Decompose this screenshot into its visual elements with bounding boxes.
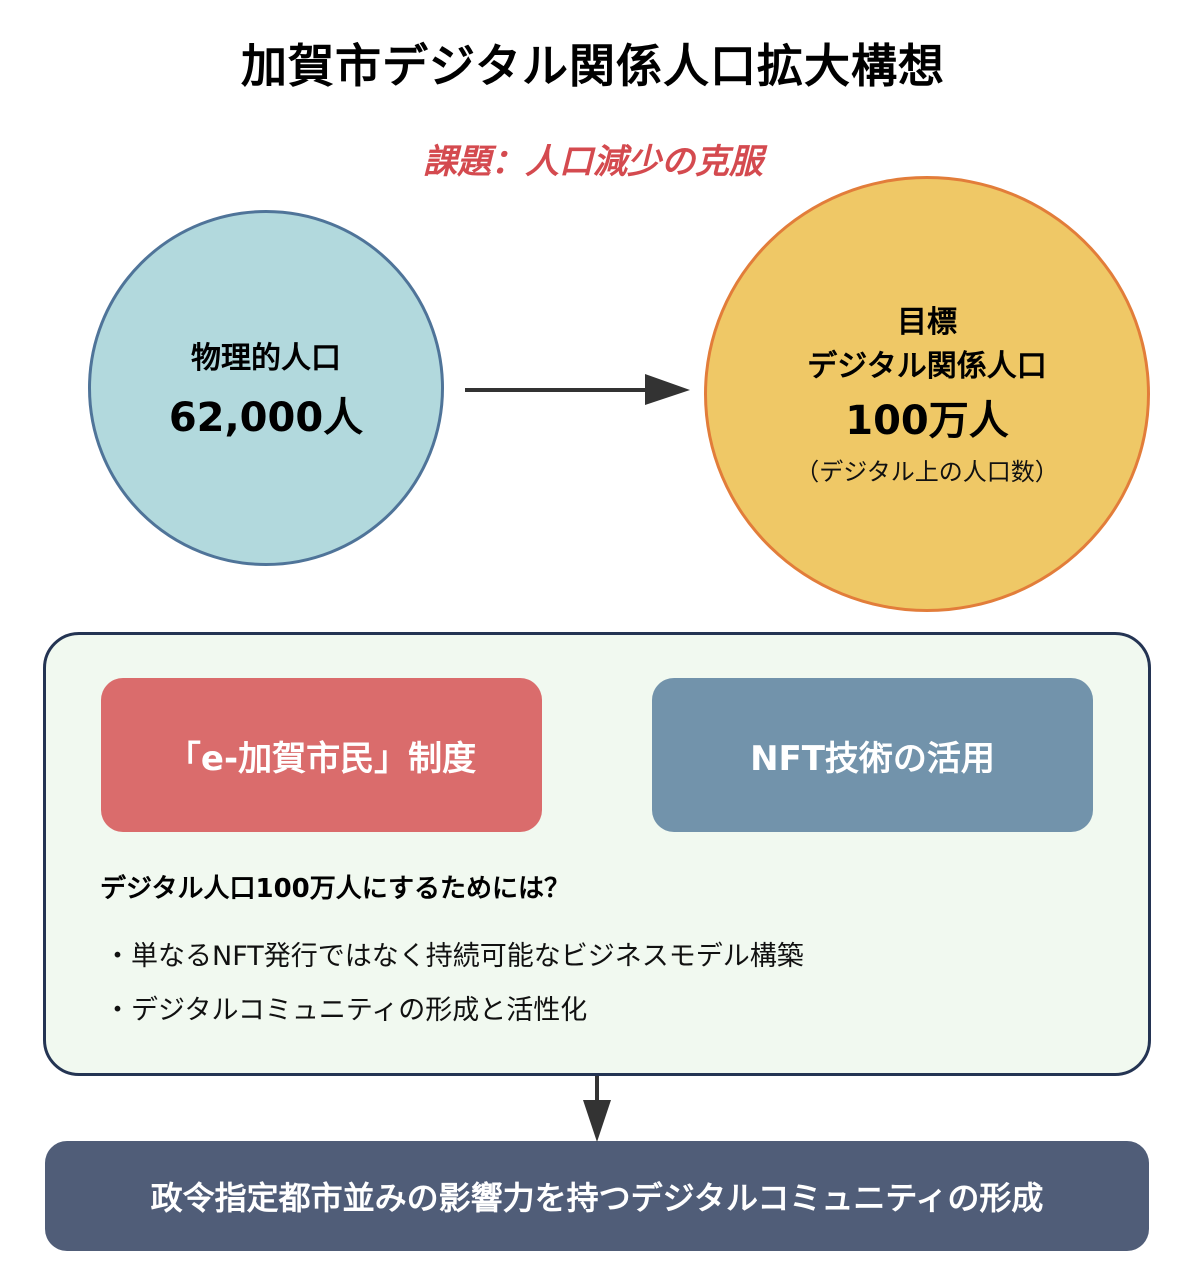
e-kaga-citizen-card: 「e-加賀市民」制度 bbox=[101, 678, 542, 832]
bullet-item: ・単なるNFT発行ではなく持続可能なビジネスモデル構築 bbox=[104, 941, 804, 972]
physical-population-value: 62,000人 bbox=[168, 395, 364, 441]
subtitle-challenge: 課題：人口減少の克服 bbox=[423, 142, 763, 182]
physical-population-circle: 物理的人口 62,000人 bbox=[88, 210, 444, 566]
target-value: 100万人 bbox=[845, 398, 1009, 444]
page-title: 加賀市デジタル関係人口拡大構想 bbox=[240, 39, 946, 93]
nft-technology-card: NFT技術の活用 bbox=[652, 678, 1093, 832]
bullet-item: ・デジタルコミュニティの形成と活性化 bbox=[104, 995, 588, 1026]
target-note: （デジタル上の人口数） bbox=[795, 458, 1059, 486]
question-heading: デジタル人口100万人にするためには？ bbox=[100, 874, 571, 904]
target-population-circle: 目標 デジタル関係人口 100万人 （デジタル上の人口数） bbox=[704, 176, 1150, 612]
arrow-right-icon bbox=[465, 374, 690, 405]
outcome-box: 政令指定都市並みの影響力を持つデジタルコミュニティの形成 bbox=[45, 1141, 1149, 1251]
arrow-down-icon bbox=[583, 1076, 611, 1142]
target-label: 目標 bbox=[897, 305, 957, 340]
target-digital-label: デジタル関係人口 bbox=[807, 348, 1047, 384]
physical-population-label: 物理的人口 bbox=[191, 341, 341, 376]
